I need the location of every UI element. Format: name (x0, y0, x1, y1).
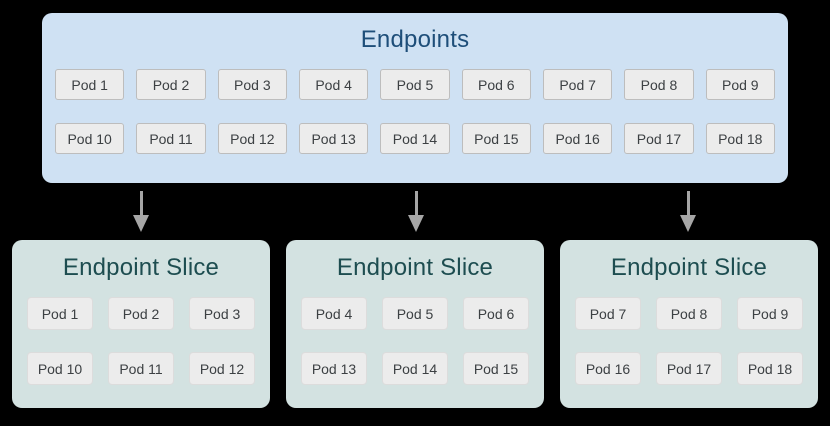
pod-box: Pod 6 (461, 69, 531, 100)
endpoint-slice-title: Endpoint Slice (336, 254, 494, 281)
pod-box: Pod 16 (575, 352, 641, 385)
pod-box: Pod 13 (301, 352, 367, 385)
pod-box: Pod 4 (301, 297, 367, 330)
pod-box: Pod 8 (624, 69, 694, 100)
pod-box: Pod 13 (298, 123, 369, 154)
pod-box: Pod 1 (55, 69, 125, 100)
pod-box: Pod 14 (382, 352, 448, 385)
pod-box: Pod 2 (108, 297, 174, 330)
endpoints-box: Endpoints Pod 1 Pod 2 Pod 3 Pod 4 Pod 5 Pod 6… (42, 13, 788, 183)
endpoint-slice-title: Endpoint Slice (62, 254, 220, 281)
arrow-stem (139, 191, 143, 215)
pod-box: Pod 11 (108, 352, 174, 385)
endpoints-pod-row-2: Pod 10 Pod 11 Pod 12 Pod 13 Pod 14 Pod 15 Pod … (55, 123, 775, 154)
pod-box: Pod 10 (27, 352, 93, 385)
slice-1-pod-row-2: Pod 10 Pod 11 Pod 12 (27, 352, 255, 385)
slice-2-pod-row-1: Pod 4 Pod 5 Pod 6 (301, 297, 529, 330)
down-arrow-icon (408, 191, 424, 232)
endpoints-title: Endpoints (360, 26, 470, 53)
pod-box: Pod 15 (463, 352, 529, 385)
pod-box: Pod 1 (27, 297, 93, 330)
pod-box: Pod 12 (189, 352, 255, 385)
arrow-stem (686, 191, 690, 215)
pod-box: Pod 12 (217, 123, 287, 154)
pod-box: Pod 5 (380, 69, 450, 100)
pod-box: Pod 18 (705, 123, 775, 154)
pod-box: Pod 17 (656, 352, 722, 385)
arrow-stem (414, 191, 418, 215)
arrow-head (408, 215, 424, 232)
pod-box: Pod 10 (55, 123, 125, 154)
pod-box: Pod 9 (737, 297, 803, 330)
pod-box: Pod 3 (217, 69, 287, 100)
pod-box: Pod 18 (737, 352, 803, 385)
pod-box: Pod 17 (624, 123, 694, 154)
slice-3-pod-row-1: Pod 7 Pod 8 Pod 9 (575, 297, 803, 330)
slice-3-pod-row-2: Pod 16 Pod 17 Pod 18 (575, 352, 803, 385)
slice-2-pod-row-2: Pod 13 Pod 14 Pod 15 (301, 352, 529, 385)
down-arrow-icon (680, 191, 696, 232)
pod-box: Pod 9 (705, 69, 775, 100)
arrow-head (133, 215, 149, 232)
slice-1-pod-row-1: Pod 1 Pod 2 Pod 3 (27, 297, 255, 330)
pod-box: Pod 16 (542, 123, 613, 154)
pod-box: Pod 14 (380, 123, 450, 154)
endpoints-pod-row-1: Pod 1 Pod 2 Pod 3 Pod 4 Pod 5 Pod 6 Pod 7 Pod 8… (55, 69, 775, 100)
pod-box: Pod 8 (656, 297, 722, 330)
pod-box: Pod 5 (382, 297, 448, 330)
pod-box: Pod 7 (542, 69, 613, 100)
pod-box: Pod 2 (136, 69, 206, 100)
pod-box: Pod 6 (463, 297, 529, 330)
down-arrow-icon (133, 191, 149, 232)
pod-box: Pod 7 (575, 297, 641, 330)
pod-box: Pod 3 (189, 297, 255, 330)
endpoint-slice-title: Endpoint Slice (610, 254, 768, 281)
arrow-head (680, 215, 696, 232)
pod-box: Pod 15 (461, 123, 531, 154)
pod-box: Pod 4 (298, 69, 369, 100)
pod-box: Pod 11 (136, 123, 206, 154)
